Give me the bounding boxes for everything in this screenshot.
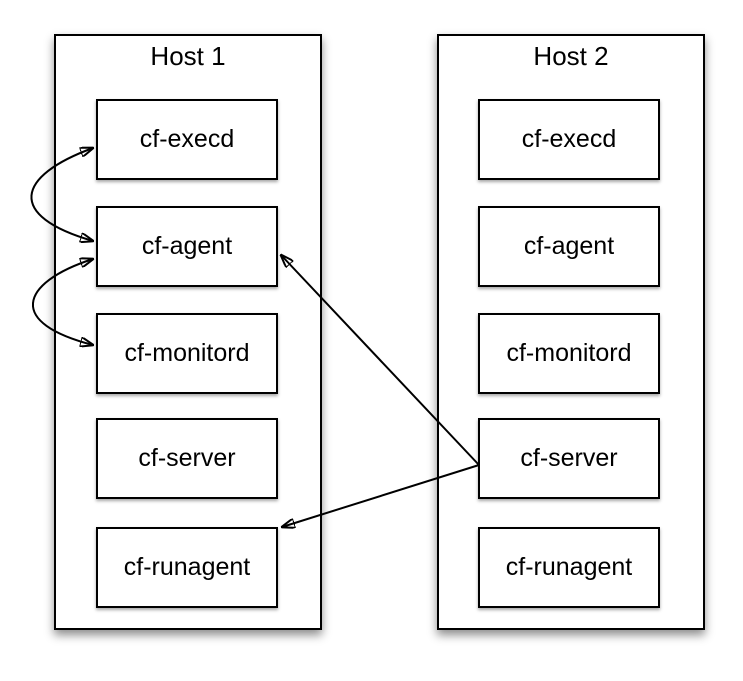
host1-cf-agent-box: cf-agent <box>96 206 278 287</box>
host1-cf-monitord-label: cf-monitord <box>124 339 250 367</box>
host2-cf-server-box: cf-server <box>478 418 660 499</box>
host2-cf-monitord-label: cf-monitord <box>506 339 632 367</box>
host2-cf-monitord-box: cf-monitord <box>478 313 660 394</box>
host1-title: Host 1 <box>150 41 226 71</box>
host1-cf-server-box: cf-server <box>96 418 278 499</box>
host2-cf-server-label: cf-server <box>520 444 618 472</box>
host2-title: Host 2 <box>533 41 609 71</box>
host1-cf-runagent-label: cf-runagent <box>123 553 251 581</box>
host1-cf-server-label: cf-server <box>138 444 236 472</box>
host1-box: Host 1 cf-execd cf-agent cf-monitord cf-… <box>54 34 322 630</box>
host1-cf-monitord-box: cf-monitord <box>96 313 278 394</box>
host2-cf-runagent-box: cf-runagent <box>478 527 660 608</box>
host2-cf-execd-box: cf-execd <box>478 99 660 180</box>
host1-cf-agent-label: cf-agent <box>141 232 233 260</box>
host2-cf-runagent-label: cf-runagent <box>505 553 633 581</box>
host2-cf-agent-box: cf-agent <box>478 206 660 287</box>
host2-cf-agent-label: cf-agent <box>523 232 615 260</box>
host2-box: Host 2 cf-execd cf-agent cf-monitord cf-… <box>437 34 705 630</box>
host1-cf-execd-label: cf-execd <box>139 125 235 153</box>
host2-cf-execd-label: cf-execd <box>521 125 617 153</box>
host1-cf-execd-box: cf-execd <box>96 99 278 180</box>
host1-cf-runagent-box: cf-runagent <box>96 527 278 608</box>
